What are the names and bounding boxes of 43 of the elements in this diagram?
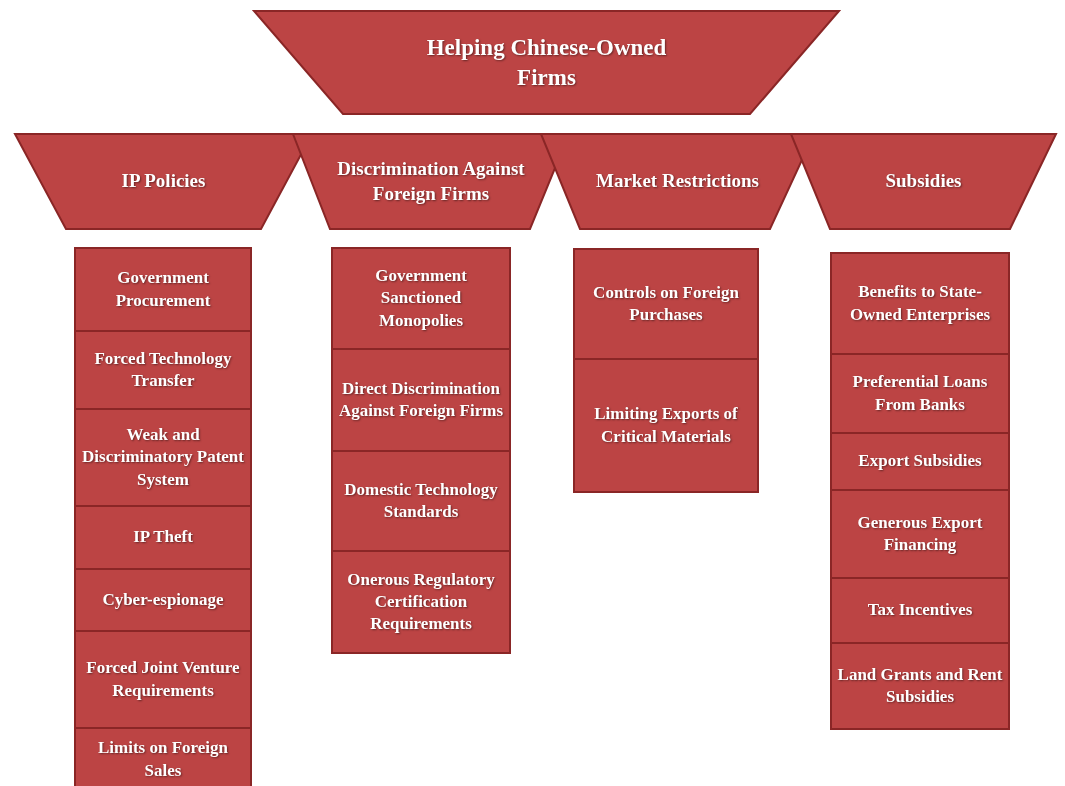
item-box [331,247,511,350]
item-box [573,248,759,360]
item-box [331,550,511,654]
node-label: Forced Technology Transfer [93,347,233,392]
node-label: Weak and Discriminatory Patent System [81,424,245,491]
node-label: Preferential Loans From Banks [851,371,989,416]
item-box [74,727,252,786]
node-label: Benefits to State-Owned Enterprises [848,281,992,326]
item-box [331,450,511,552]
node-label: Generous Export Financing [856,511,984,556]
node-label: Helping Chinese-Owned Firms [425,33,668,92]
node-label: Tax Incentives [867,599,973,622]
node-label: Domestic Technology Standards [343,478,499,523]
item-box [74,408,252,507]
node-label: Direct Discrimination Against Foreign Firms [338,377,504,422]
node-label: Export Subsidies [858,450,982,473]
item-box [331,348,511,452]
item-box [74,330,252,410]
item-box [830,252,1010,355]
node-label: Subsidies [885,169,962,194]
node-label: Limiting Exports of Critical Materials [593,403,739,448]
node-label: IP Theft [133,526,193,549]
item-box [830,642,1010,730]
item-box [74,568,252,632]
item-box [830,489,1010,579]
node-label: Controls on Foreign Purchases [592,281,740,326]
item-box [830,577,1010,644]
item-box [573,358,759,493]
item-box [830,432,1010,491]
node-label: Discrimination Against Foreign Firms [336,156,526,206]
item-box [74,247,252,332]
item-box [74,505,252,570]
item-box [74,630,252,729]
node-label: Land Grants and Rent Subsidies [836,663,1004,708]
node-label: Limits on Foreign Sales [97,737,229,782]
node-label: Forced Joint Venture Requirements [85,657,241,702]
node-label: Market Restrictions [596,169,759,194]
node-label: Government Sanctioned Monopolies [374,265,468,332]
node-label: Onerous Regulatory Certification Requirements [346,568,496,636]
node-label: IP Policies [121,169,206,194]
item-box [830,353,1010,434]
node-label: Government Procurement [114,267,212,312]
node-label: Cyber-espionage [102,588,224,611]
